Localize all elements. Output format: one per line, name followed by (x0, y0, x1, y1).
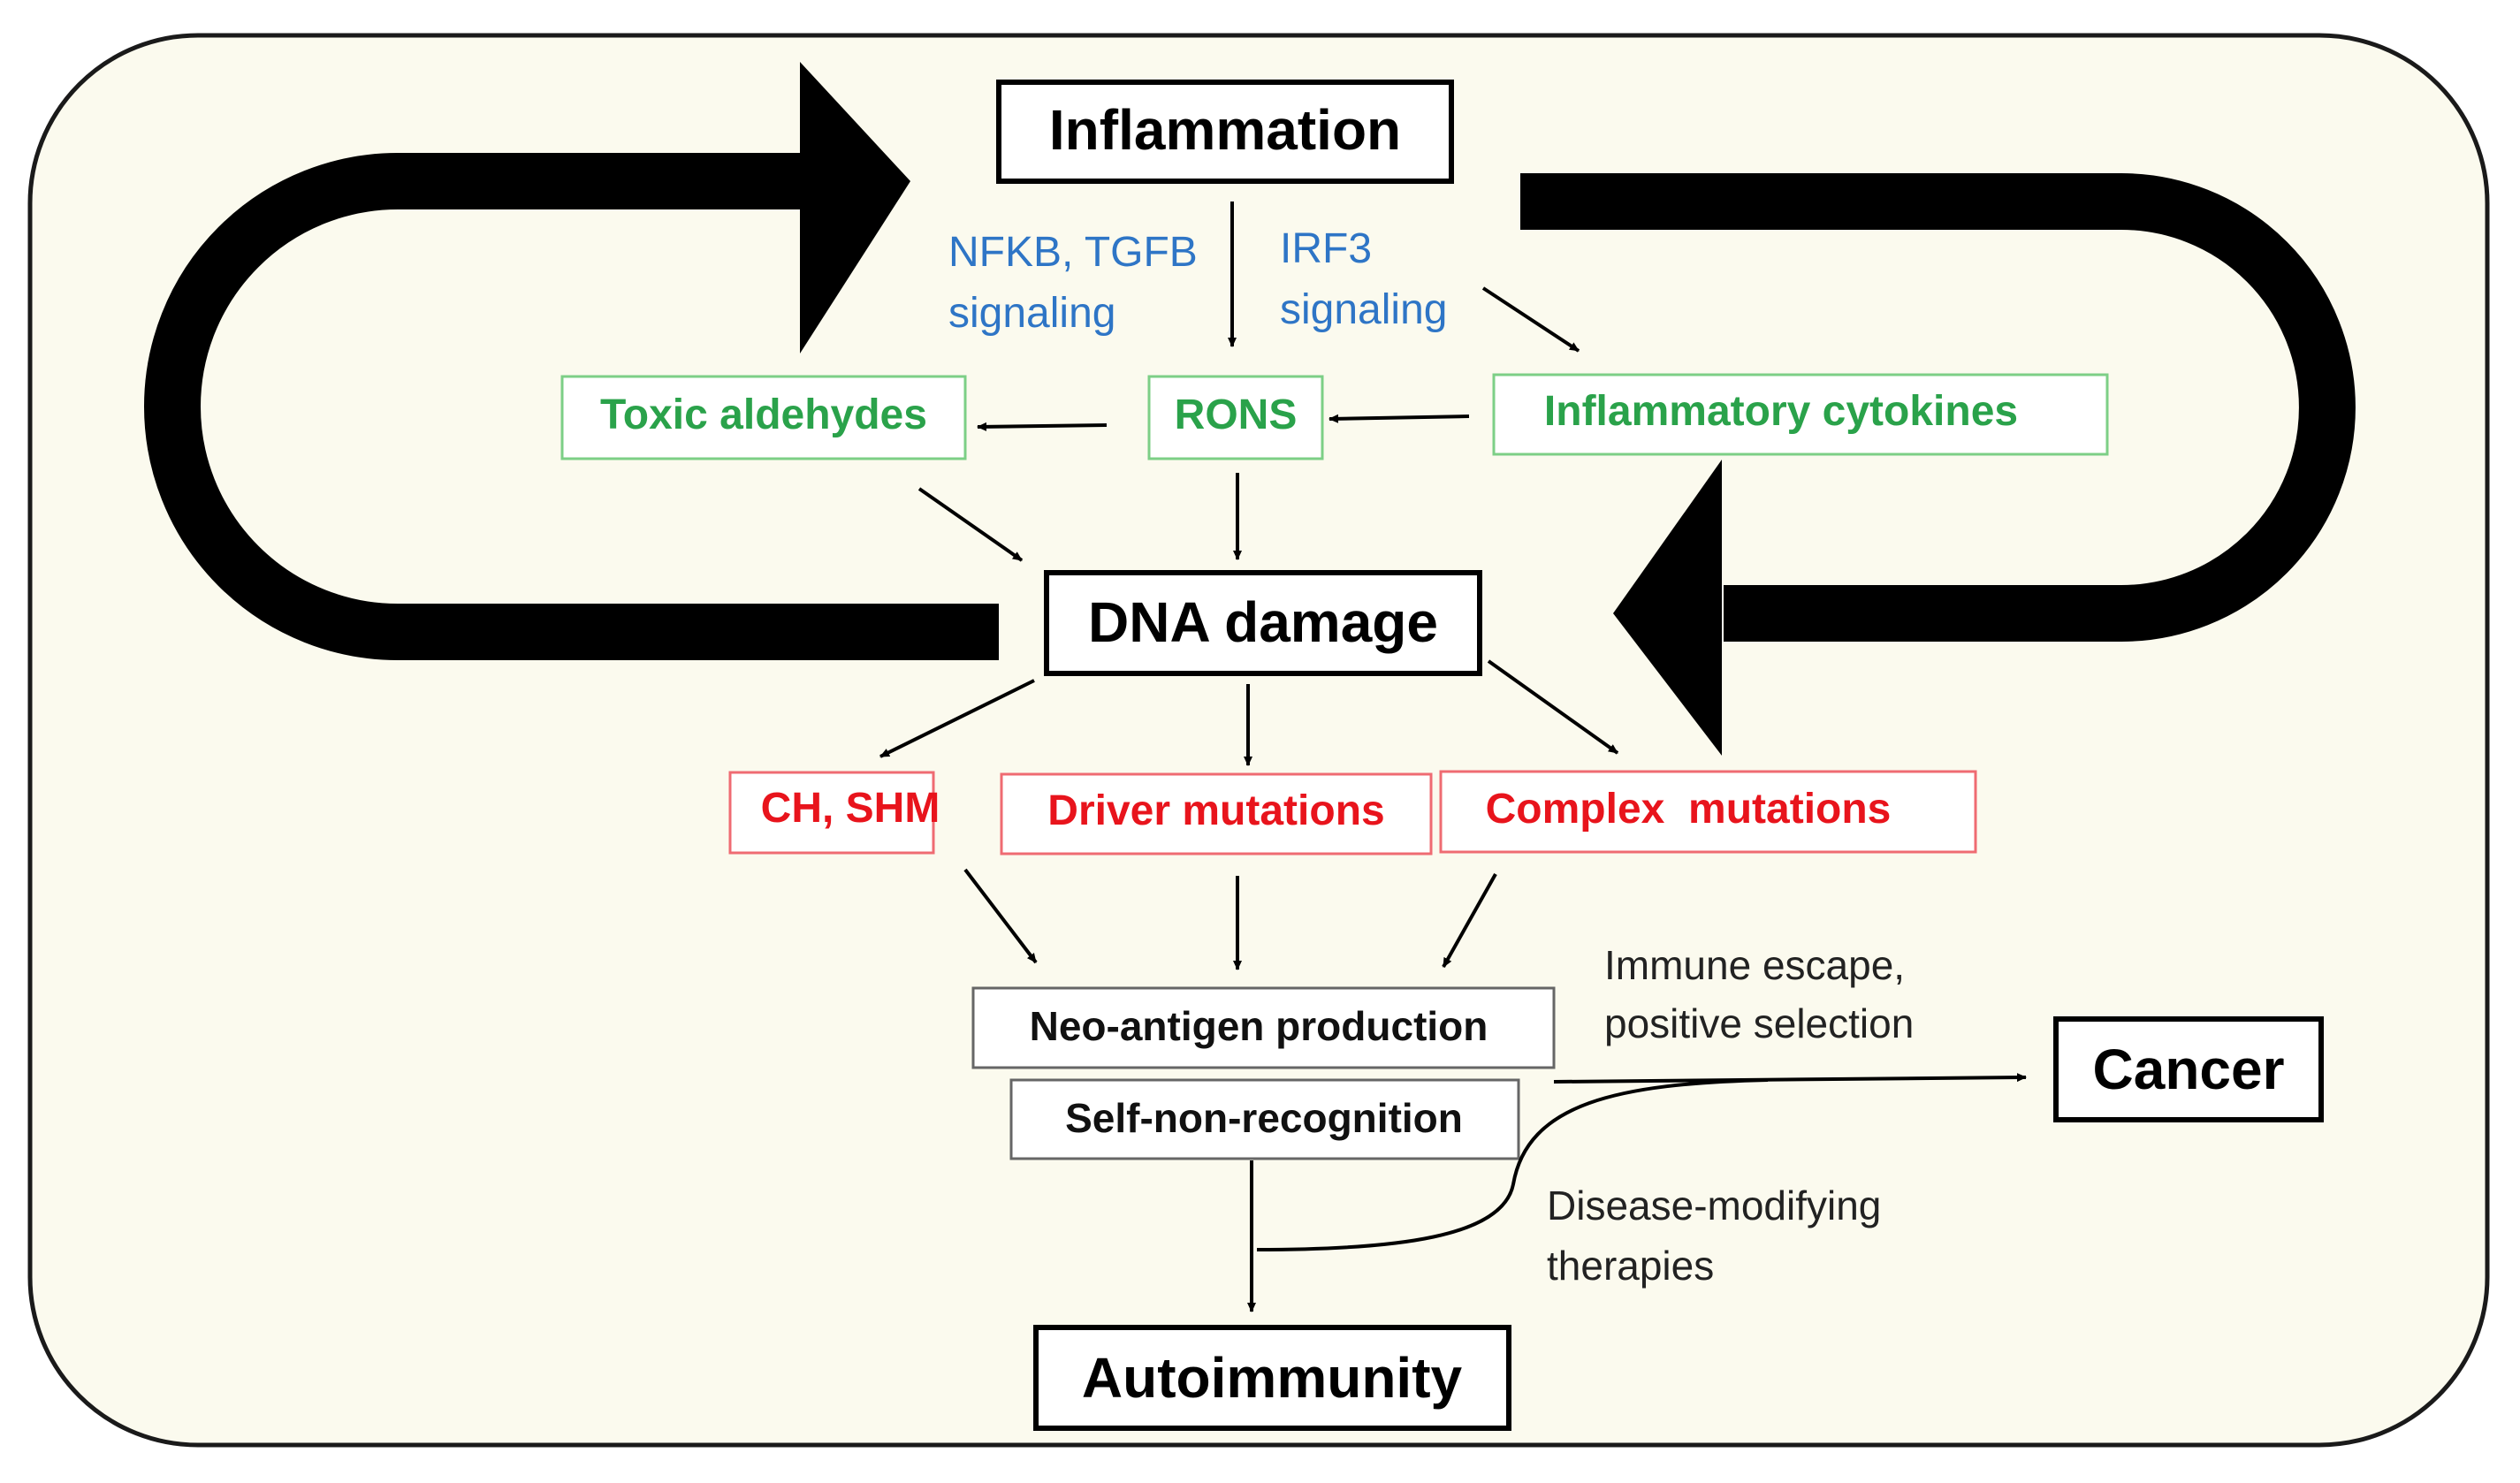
right-feedback-arrowhead (1613, 460, 1722, 756)
arrow-rons-to-aldehydes (977, 422, 1108, 431)
self-non-recognition-box (1009, 1078, 1520, 1160)
driver-mutations-box (1000, 772, 1433, 856)
irf3-signaling-label: signaling (1280, 286, 1447, 333)
positive-selection-label: positive selection (1604, 1000, 1914, 1046)
toxic-aldehydes-label: Toxic aldehydes (600, 392, 927, 438)
complex-mutations-label: Complex mutations (1486, 786, 1892, 833)
inflammatory-cytokines-box (1492, 373, 2109, 456)
ch-shm-label: CH, SHM (761, 785, 940, 832)
rons-label: RONS (1175, 392, 1298, 438)
ch-shm-box (728, 771, 935, 855)
arrow-neo-to-cancer (1553, 1073, 2027, 1084)
arrow-dna-to-ch-shm (879, 679, 1035, 758)
left-feedback-loop-arrow (144, 153, 999, 660)
arrow-ch-shm-to-neo (963, 868, 1038, 964)
disease-modifying-label: Disease-modifying (1547, 1183, 1881, 1228)
nfkb-tgfb-label: NFKB, TGFB (948, 229, 1198, 276)
outer-frame (27, 33, 2490, 1448)
nfkb-signaling-label: signaling (948, 290, 1115, 337)
autoimmunity-label: Autoimmunity (1082, 1346, 1463, 1410)
neo-antigen-label: Neo-antigen production (1030, 1003, 1488, 1049)
dna-damage-label: DNA damage (1088, 590, 1438, 654)
autoimmunity-box (1033, 1325, 1511, 1431)
immune-escape-label: Immune escape, (1604, 942, 1905, 988)
inflammation-label: Inflammation (1049, 98, 1401, 162)
disease-modifying-therapies-curve (1256, 1078, 1769, 1251)
inflammatory-cytokines-label: Inflammatory cytokines (1544, 388, 2018, 435)
cancer-box (2053, 1016, 2324, 1122)
driver-mutations-label: Driver mutations (1047, 787, 1384, 834)
toxic-aldehydes-box (560, 375, 967, 460)
arrow-dna-to-complex (1487, 659, 1619, 755)
self-non-recognition-label: Self-non-recognition (1065, 1095, 1463, 1141)
left-feedback-arrowhead (800, 62, 910, 354)
complex-mutations-box (1439, 770, 1977, 854)
arrow-complex-to-neo (1442, 873, 1497, 968)
therapies-label: therapies (1547, 1243, 1714, 1289)
irf3-label: IRF3 (1280, 225, 1372, 272)
right-feedback-loop-arrow (1520, 173, 2356, 642)
arrow-aldehydes-to-dna (917, 487, 1024, 562)
neo-antigen-box (971, 986, 1556, 1069)
cancer-label: Cancer (2093, 1038, 2285, 1101)
dna-damage-box (1044, 570, 1482, 676)
inflammation-box (996, 80, 1454, 184)
arrow-cytokines-to-rons (1329, 414, 1470, 423)
rons-box (1147, 375, 1324, 460)
arrow-irf3-to-cytokines (1481, 286, 1580, 353)
